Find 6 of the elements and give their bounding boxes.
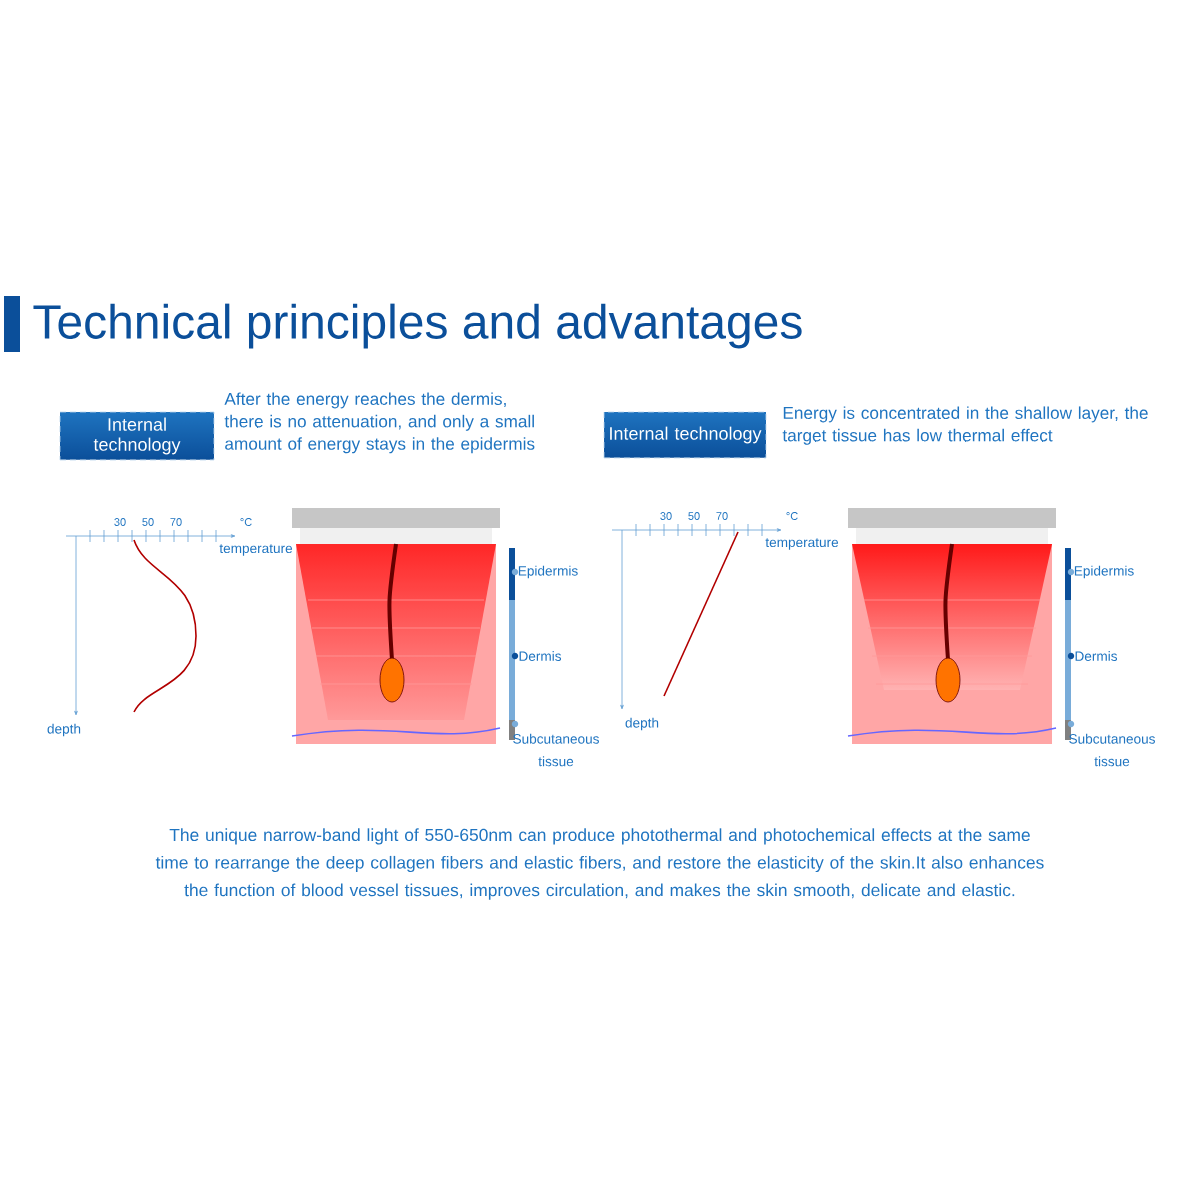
- title: Technical principles and advantages: [33, 303, 802, 349]
- caption: The unique narrow-band light of 550-650nm can produce photothermal and photochemical effects at the same time to rearrange the deep collagen fibers and elastic fibers, and restore the elasticity of the skin.It also enhances the function of blood vessel tissues, improves circulation, and makes the skin smooth, delicate and elastic.: [155, 828, 1044, 900]
- label-box: Internal technology: [59, 411, 215, 461]
- description: Energy is concentrated in the shallow layer, the target tissue has low thermal effect: [782, 406, 1148, 445]
- description: After the energy reaches the dermis, there is no attenuation, and only a small amount of energy stays in the epidermis: [224, 392, 535, 454]
- label-box: Internal technology: [603, 411, 767, 459]
